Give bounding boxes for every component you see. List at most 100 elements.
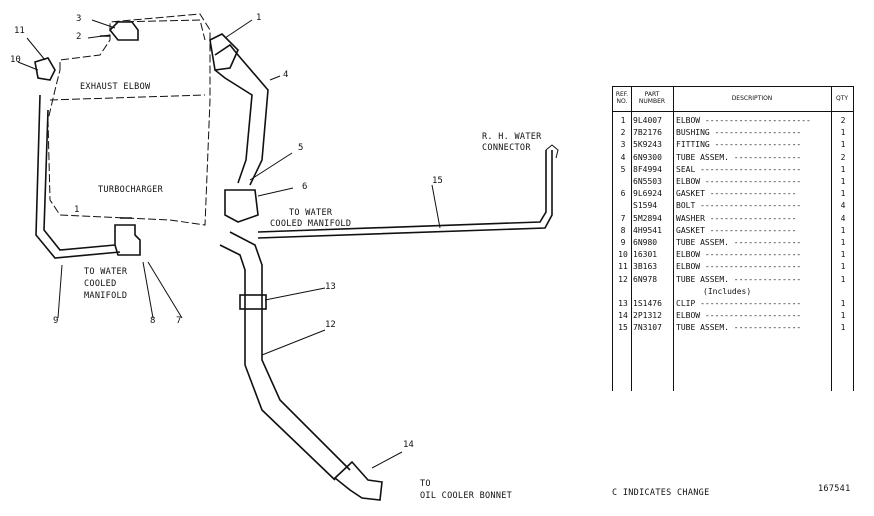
callout-10: 10 [10, 55, 21, 65]
ref-cell: 12 [618, 274, 628, 284]
ref-cell: 3 [620, 140, 626, 150]
indicates-change-note: C INDICATES CHANGE [612, 488, 710, 498]
header-ref: REF. NO. [613, 87, 631, 112]
header-qty: QTY [831, 87, 853, 112]
description-cell: CLIP --------------------- [676, 299, 802, 308]
callout-9: 9 [53, 316, 59, 326]
callout-1-top: 1 [256, 13, 262, 23]
part-number-cell: 5M2894 [633, 213, 662, 223]
description-cell: GASKET ------------------ [676, 189, 797, 199]
qty-cell: 1 [840, 164, 846, 174]
to-water-manifold-left-label: TO WATER COOLED MANIFOLD [84, 267, 128, 301]
turbo-outlet [114, 217, 141, 256]
callout-11: 11 [14, 26, 25, 36]
callout-13: 13 [325, 282, 336, 292]
callout-8: 8 [150, 316, 156, 326]
ref-cell: 6 [620, 189, 626, 199]
qty-cell: 1 [840, 140, 846, 150]
description-cell: WASHER ------------------ [676, 213, 797, 223]
ref-cell: 10 [618, 250, 628, 260]
tube-assem-9 [35, 94, 121, 259]
tube-assem-4 [214, 43, 269, 186]
part-number-cell: 6N9300 [633, 152, 662, 162]
turbocharger-label: TURBOCHARGER [98, 185, 164, 195]
part-number-cell: S1594 [633, 201, 658, 211]
qty-cell: 1 [840, 299, 846, 308]
header-part-number: PART NUMBER [631, 87, 673, 112]
description-cell: (Includes) [703, 286, 752, 296]
rh-connector-fitting [545, 144, 559, 159]
part-number-cell: 5K9243 [633, 140, 662, 150]
ref-cell: 2 [620, 128, 626, 138]
callout-15: 15 [432, 176, 443, 186]
part-number-cell: 8F4994 [633, 164, 662, 174]
callout-5: 5 [298, 143, 304, 153]
ref-cell: 15 [618, 323, 628, 333]
description-cell: TUBE ASSEM. -------------- [676, 323, 802, 333]
table-row: 3 5K9243 FITTING ------------------ 1 [613, 139, 853, 151]
qty-cell: 1 [840, 225, 846, 235]
part-number-cell: 7N3107 [633, 323, 662, 333]
qty-cell: 2 [840, 152, 846, 162]
ref-cell: 11 [618, 262, 628, 272]
qty-cell: 1 [840, 274, 846, 284]
table-row: 5 8F4994 SEAL --------------------- 1 [613, 164, 853, 176]
part-number-cell: 4H9541 [633, 225, 662, 235]
qty-cell: 1 [840, 323, 846, 333]
ref-cell: 13 [618, 299, 628, 308]
description-cell: TUBE ASSEM. -------------- [676, 238, 802, 247]
ref-cell: 7 [620, 213, 626, 223]
exhaust-elbow-outline [49, 19, 206, 101]
callout-6: 6 [302, 182, 308, 192]
to-water-manifold-center-label: TO WATER COOLED MANIFOLD [270, 208, 352, 229]
qty-cell: 1 [840, 262, 846, 272]
callout-12: 12 [325, 320, 336, 330]
qty-cell: 1 [840, 250, 846, 260]
leader-lines [17, 19, 441, 469]
ref-cell: 8 [620, 225, 626, 235]
part-number-cell: 3B163 [633, 262, 658, 272]
ref-cell: 1 [620, 116, 626, 125]
elbow-6 [224, 189, 259, 223]
tube-assem-12 [219, 231, 351, 481]
part-number-cell: 2P1312 [633, 311, 662, 321]
callout-2: 2 [76, 32, 82, 42]
rh-water-connector-label: R. H. WATER CONNECTOR [482, 132, 542, 153]
description-cell: TUBE ASSEM. -------------- [676, 274, 802, 284]
oil-cooler-bonnet-label: TO OIL COOLER BONNET [420, 479, 513, 501]
elbow-14 [333, 460, 383, 501]
description-cell: ELBOW -------------------- [676, 311, 802, 321]
callout-7: 7 [176, 316, 182, 326]
qty-cell: 1 [840, 311, 846, 321]
qty-cell: 1 [840, 189, 846, 199]
figure-number: 167541 [818, 484, 851, 494]
description-cell: FITTING ------------------ [676, 140, 802, 150]
callout-3: 3 [76, 14, 82, 24]
description-cell: ELBOW -------------------- [676, 250, 802, 260]
description-cell: ELBOW -------------------- [676, 262, 802, 272]
table-row: (Includes) [613, 286, 853, 298]
part-number-cell: 6N5503 [633, 177, 662, 186]
table-row: 15 7N3107 TUBE ASSEM. -------------- 1 [613, 322, 853, 334]
qty-cell: 2 [840, 116, 846, 125]
elbow-10-11 [34, 57, 56, 81]
description-cell: BUSHING ------------------ [676, 128, 802, 138]
header-description: DESCRIPTION [673, 87, 831, 112]
description-cell: BOLT --------------------- [676, 201, 802, 211]
tube-assem-15 [257, 150, 553, 239]
ref-cell: 5 [620, 164, 626, 174]
description-cell: SEAL --------------------- [676, 164, 802, 174]
description-cell: ELBOW -------------------- [676, 177, 802, 186]
